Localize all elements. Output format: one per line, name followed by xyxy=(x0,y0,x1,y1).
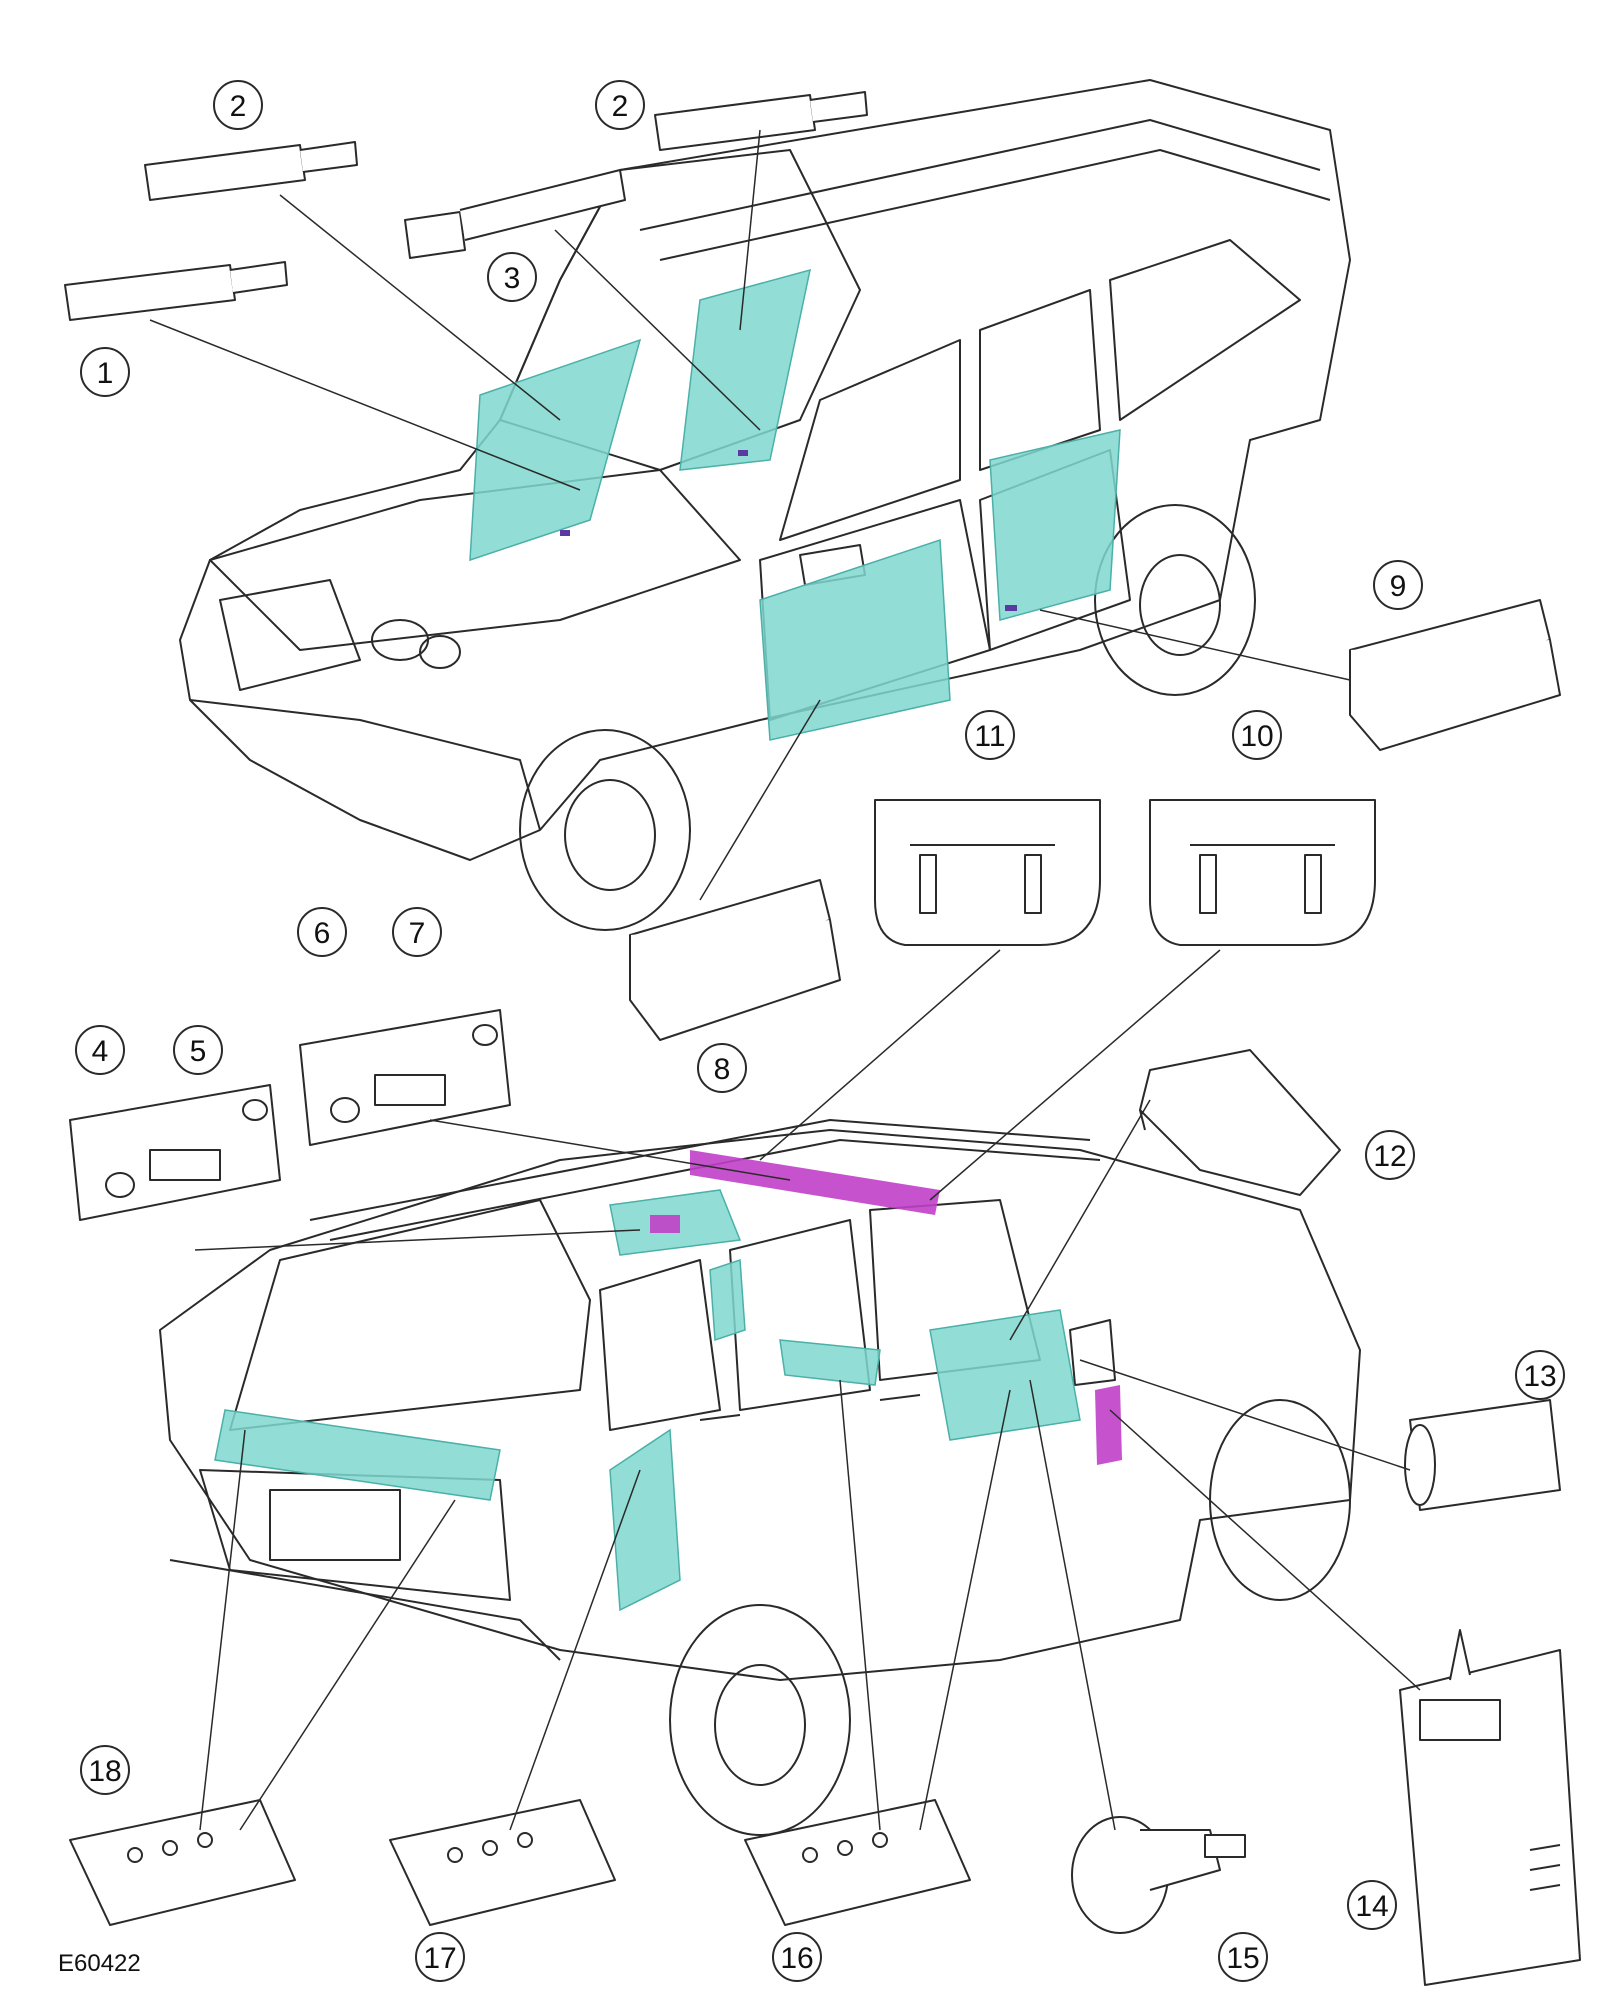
svg-text:15: 15 xyxy=(1226,1942,1259,1975)
callout-6: 6 xyxy=(297,907,347,957)
rear-interior-highlights xyxy=(214,1189,1081,1612)
callout-4: 4 xyxy=(75,1025,125,1075)
sun-visor-icon xyxy=(1149,799,1376,946)
switch-pack-icon xyxy=(144,141,358,201)
callout-14: 14 xyxy=(1347,1880,1397,1930)
front-switch-markers xyxy=(560,450,1017,611)
svg-text:5: 5 xyxy=(190,1035,207,1068)
rear-side-door-trim-highlight xyxy=(989,429,1121,621)
svg-text:12: 12 xyxy=(1373,1140,1406,1173)
callout-11: 11 xyxy=(965,710,1015,760)
control-module-icon xyxy=(1399,1629,1581,1986)
svg-text:2: 2 xyxy=(612,90,629,123)
courtesy-lamp-icon xyxy=(1139,1049,1341,1196)
courtesy-lamp-icon xyxy=(69,1799,296,1926)
switch-pack-icon xyxy=(64,261,288,321)
svg-text:18: 18 xyxy=(88,1755,121,1788)
svg-text:16: 16 xyxy=(780,1942,813,1975)
figure-id: E60422 xyxy=(58,1950,141,1977)
callout-18: 18 xyxy=(80,1745,130,1795)
callout-15: 15 xyxy=(1218,1932,1268,1982)
svg-text:2: 2 xyxy=(230,90,247,123)
tailgate-lamp-bar-highlight xyxy=(214,1409,501,1501)
svg-text:7: 7 xyxy=(409,917,426,950)
switch-pack-icon xyxy=(654,91,868,151)
callout-12: 12 xyxy=(1365,1130,1415,1180)
control-module-highlight xyxy=(1095,1385,1122,1465)
callout-1: 1 xyxy=(80,347,130,397)
lamp-housing-icon xyxy=(629,879,841,1041)
callout-7: 7 xyxy=(392,907,442,957)
callout-9: 9 xyxy=(1373,560,1423,610)
overhead-console-icon xyxy=(69,1084,281,1221)
svg-text:14: 14 xyxy=(1355,1890,1388,1923)
callout-8: 8 xyxy=(697,1043,747,1093)
courtesy-lamp-icon xyxy=(389,1799,616,1926)
round-lamp-icon xyxy=(1071,1816,1246,1934)
front-vehicle-illustration xyxy=(179,79,1351,931)
callout-17: 17 xyxy=(415,1932,465,1982)
svg-text:4: 4 xyxy=(92,1035,109,1068)
callout-2-left: 2 xyxy=(213,80,263,130)
front-door-lamp-highlight xyxy=(929,1309,1081,1441)
front-passenger-door-trim-highlight xyxy=(679,268,811,471)
svg-text:1: 1 xyxy=(97,357,114,390)
front-side-door-trim-highlight xyxy=(759,538,951,741)
callout-13: 13 xyxy=(1515,1350,1565,1400)
svg-text:6: 6 xyxy=(314,917,331,950)
callout-markers: 1 2 2 3 4 5 6 7 8 9 10 11 12 13 14 15 16… xyxy=(75,80,1565,1982)
callout-2-right: 2 xyxy=(595,80,645,130)
courtesy-lamp-icon xyxy=(744,1799,971,1926)
switch-pack-icon xyxy=(404,169,626,259)
courtesy-lamp-icon xyxy=(1404,1399,1561,1511)
callout-5: 5 xyxy=(173,1025,223,1075)
svg-text:10: 10 xyxy=(1240,720,1273,753)
roof-console-highlights xyxy=(650,1150,1122,1465)
component-drawings xyxy=(64,91,1581,1986)
callout-16: 16 xyxy=(772,1932,822,1982)
lamp-housing-icon xyxy=(1349,599,1561,751)
svg-text:17: 17 xyxy=(423,1942,456,1975)
d-pillar-lamp-highlight xyxy=(609,1428,681,1612)
sun-visor-icon xyxy=(874,799,1101,946)
driver-door-trim-highlight xyxy=(469,338,642,562)
svg-text:8: 8 xyxy=(714,1053,731,1086)
svg-text:3: 3 xyxy=(504,262,521,295)
overhead-console-icon xyxy=(299,1009,511,1146)
callout-3: 3 xyxy=(487,252,537,302)
svg-text:11: 11 xyxy=(974,720,1005,753)
callout-10: 10 xyxy=(1232,710,1282,760)
overhead-console-highlight xyxy=(690,1150,940,1215)
leader-lines xyxy=(149,129,1421,1831)
rear-console-marker xyxy=(650,1215,680,1233)
rear-door-lamp-highlight xyxy=(779,1339,881,1386)
svg-text:13: 13 xyxy=(1523,1360,1556,1393)
front-door-trim-highlights xyxy=(469,268,1121,741)
b-pillar-highlight xyxy=(709,1258,746,1342)
svg-text:9: 9 xyxy=(1390,570,1407,603)
